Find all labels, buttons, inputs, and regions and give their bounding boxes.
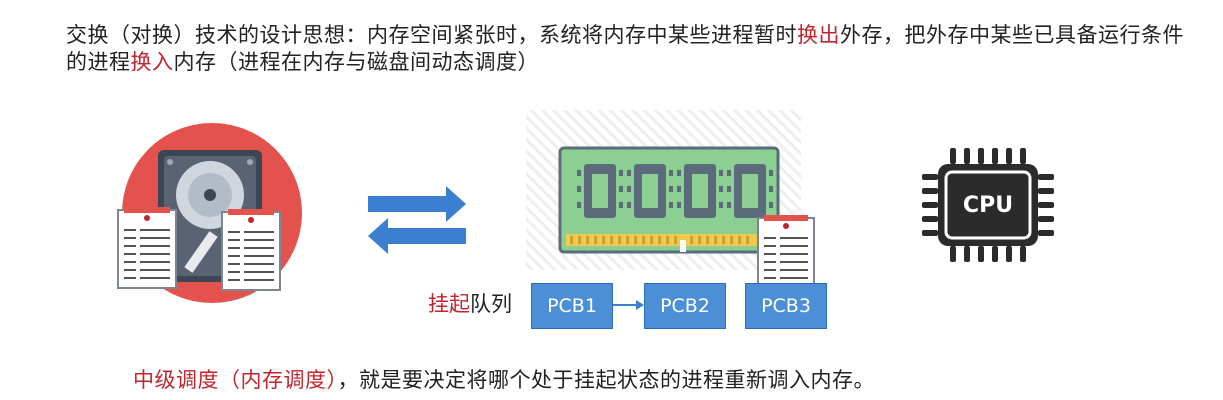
- medium-term-scheduling-term: 中级调度（内存调度）: [133, 368, 338, 392]
- pcb-box-3: PCB3: [745, 283, 827, 329]
- pcb-box-1: PCB1: [531, 283, 613, 329]
- swap-in-term: 换入: [130, 50, 174, 74]
- intro-text-1: 交换（对换）技术的设计思想：内存空间紧张时，系统将内存中某些进程暂时: [66, 23, 797, 47]
- medium-term-scheduling-definition: 中级调度（内存调度），就是要决定将哪个处于挂起状态的进程重新调入内存。: [133, 366, 875, 394]
- cpu-chip-icon: [922, 148, 1054, 262]
- swap-out-term: 换出: [797, 23, 840, 47]
- intro-text-2: 外存，把外存中某些已具备运行条件的进程: [66, 23, 1184, 74]
- intro-text-3: 内存（进程在内存与磁盘间动态调度）: [173, 50, 539, 74]
- queue-link-arrow: [612, 300, 644, 310]
- arrow-left-icon: [368, 218, 466, 254]
- pcb-box-2: PCB2: [644, 283, 726, 329]
- queue-term: 队列: [470, 292, 512, 316]
- memory-module-icon: [526, 110, 801, 270]
- document-icon: [757, 215, 815, 289]
- document-icon: [221, 209, 281, 291]
- suspend-queue-label: 挂起队列: [428, 290, 512, 318]
- intro-paragraph: 交换（对换）技术的设计思想：内存空间紧张时，系统将内存中某些进程暂时换出外存，把…: [66, 22, 1186, 76]
- arrow-right-icon: [368, 186, 466, 222]
- definition-text: ，就是要决定将哪个处于挂起状态的进程重新调入内存。: [337, 368, 875, 392]
- cpu-label: CPU: [962, 193, 1014, 218]
- suspend-term: 挂起: [428, 292, 470, 316]
- document-icon: [117, 207, 177, 289]
